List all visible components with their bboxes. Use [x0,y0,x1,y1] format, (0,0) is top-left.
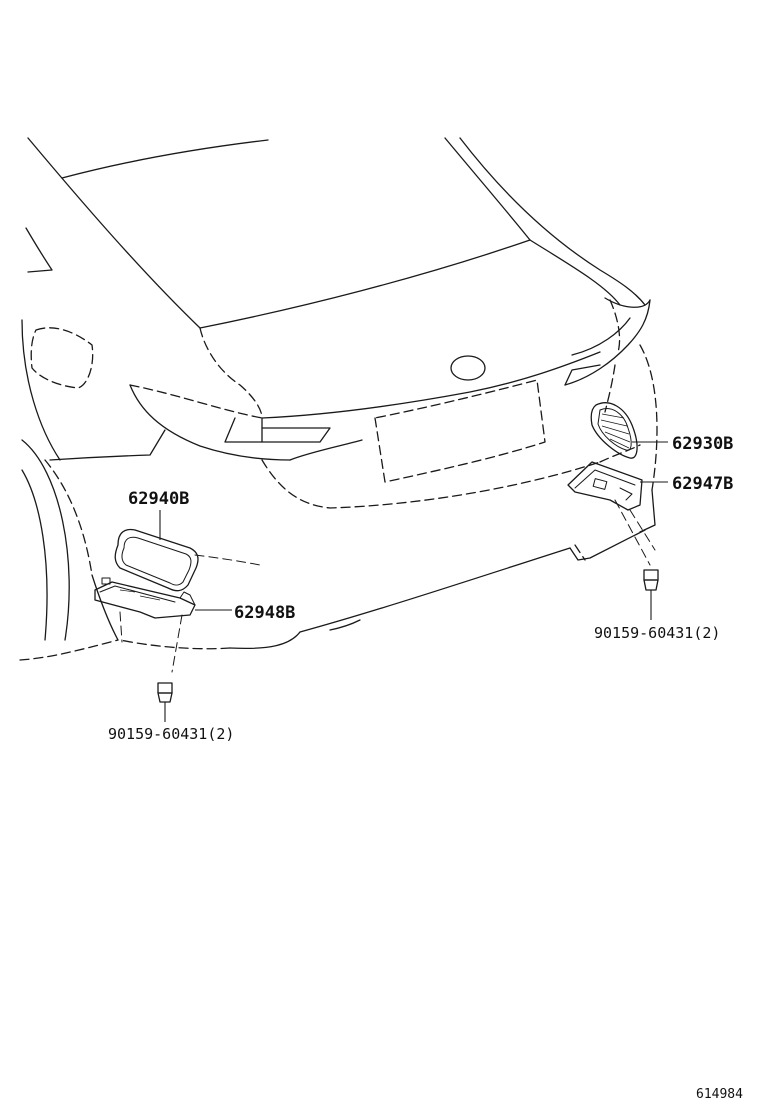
bolt-right-icon [643,569,659,620]
label-62940b: 62940B [128,489,189,509]
label-bolt-right: 90159-60431(2) [594,624,720,642]
car-body-outline [19,137,658,661]
part-62940b-reflector [114,528,199,592]
label-bolt-left: 90159-60431(2) [108,725,234,743]
label-62930b: 62930B [672,434,733,454]
bolt-left-icon [157,682,173,722]
label-62948b: 62948B [234,603,295,623]
emblem-icon [450,355,486,381]
label-62947b: 62947B [672,474,733,494]
part-62948b-bracket [94,577,196,619]
illustration-id: 614984 [696,1087,743,1102]
part-62930b-reflector [590,402,638,459]
part-62947b-bracket [567,461,643,511]
